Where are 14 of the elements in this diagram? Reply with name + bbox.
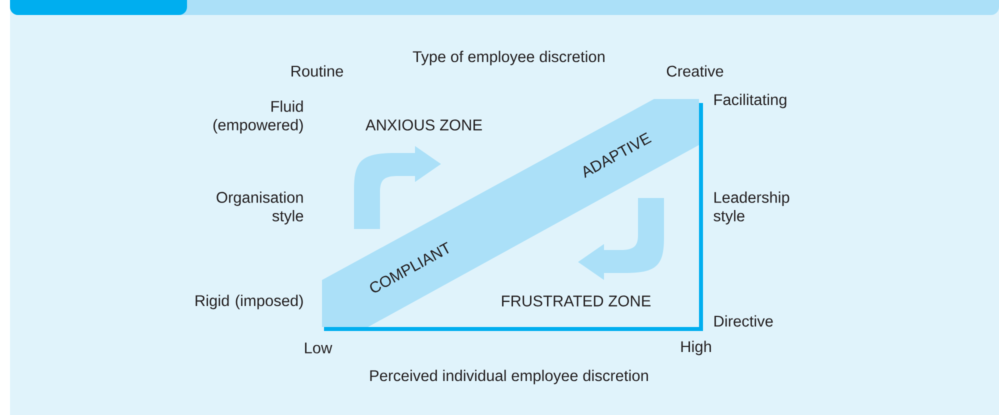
zone-label: ANXIOUS ZONE — [365, 120, 482, 130]
axis-title: Leadership style — [714, 192, 790, 224]
zone-label: FRUSTRATED ZONE — [502, 296, 651, 306]
axis-title: Type of employee discretion — [412, 50, 604, 66]
axis-title: Organisation style — [216, 192, 304, 224]
scale-label: Routine — [292, 65, 344, 77]
scale-label: Creative — [666, 65, 724, 77]
scale-label: Facilitating — [714, 94, 786, 108]
scale-label: Low — [305, 342, 332, 354]
scale-label: Rigid (imposed) — [196, 294, 303, 310]
scale-label: Fluid (empowered) — [213, 100, 303, 134]
scale-label: High — [681, 340, 711, 356]
axis-title: Perceived individual employee discretion — [370, 370, 648, 384]
scale-label: Directive — [714, 315, 773, 327]
